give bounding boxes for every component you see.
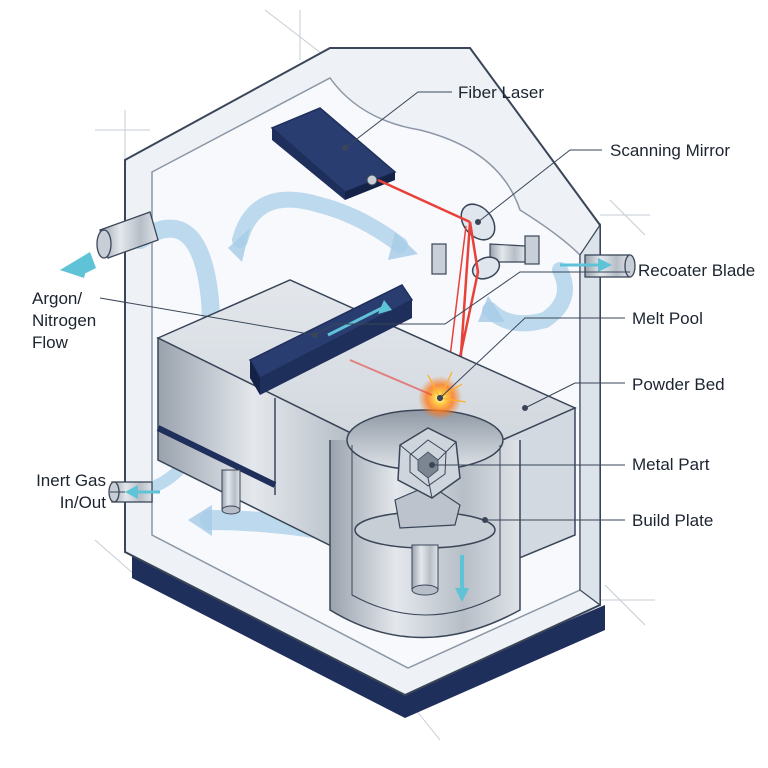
construction-lines [94, 9, 655, 741]
label-fiber-laser: Fiber Laser [458, 83, 544, 102]
label-recoater-blade: Recoater Blade [638, 261, 756, 280]
metal-part [394, 427, 461, 529]
leader-lines [99, 91, 630, 523]
fiber-laser-module [270, 107, 397, 200]
gas-inlet-pipe [96, 211, 159, 259]
base-plinth [132, 548, 605, 718]
label-argon-line2: Nitrogen [32, 311, 97, 330]
label-argon-line1: Argon/ [32, 289, 83, 308]
label-powder-bed: Powder Bed [632, 375, 725, 394]
label-inert-line2: In/Out [59, 493, 106, 512]
label-argon-line3: Flow [32, 333, 68, 352]
label-melt-pool: Melt Pool [632, 309, 703, 328]
label-build-plate: Build Plate [632, 511, 714, 530]
label-metal-part: Metal Part [632, 455, 710, 474]
label-scanning-mirror: Scanning Mirror [610, 141, 730, 160]
label-inert-line1: Inert Gas [36, 471, 106, 490]
build-well [329, 409, 521, 639]
